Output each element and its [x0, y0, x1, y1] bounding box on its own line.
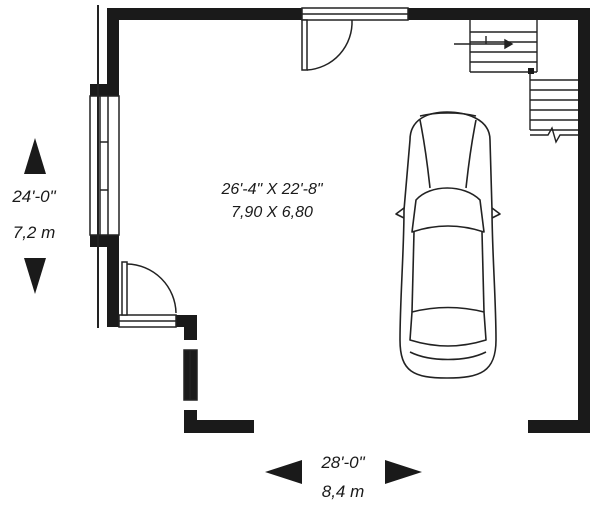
depth-imperial: 24'-0"	[11, 187, 56, 206]
arrow-right-icon	[385, 460, 422, 484]
depth-metric: 7,2 m	[13, 223, 56, 242]
wall-bottom-left	[184, 420, 254, 433]
window-left	[89, 95, 120, 236]
arrow-up-icon	[24, 138, 46, 174]
wall-left-upper	[107, 8, 119, 96]
wall-left-lower	[107, 245, 119, 327]
wall-top-left	[107, 8, 302, 20]
door-swing-icon	[306, 19, 353, 71]
room-size-imperial: 26'-4" X 22'-8"	[220, 181, 323, 198]
wall-top-right	[408, 8, 590, 20]
stairs-icon	[454, 20, 578, 144]
car-icon	[395, 111, 501, 379]
width-metric: 8,4 m	[322, 482, 365, 501]
wall-jog-horizontal	[176, 315, 197, 327]
room-size-metric: 7,90 X 6,80	[231, 204, 313, 221]
walls	[90, 8, 590, 433]
door-top	[301, 7, 409, 71]
width-imperial: 28'-0"	[320, 453, 365, 472]
wall-bottom-right	[528, 420, 590, 433]
arrow-left-icon	[265, 460, 302, 484]
door-lower-left	[118, 261, 177, 328]
wall-right	[578, 8, 590, 433]
arrow-down-icon	[24, 258, 46, 294]
